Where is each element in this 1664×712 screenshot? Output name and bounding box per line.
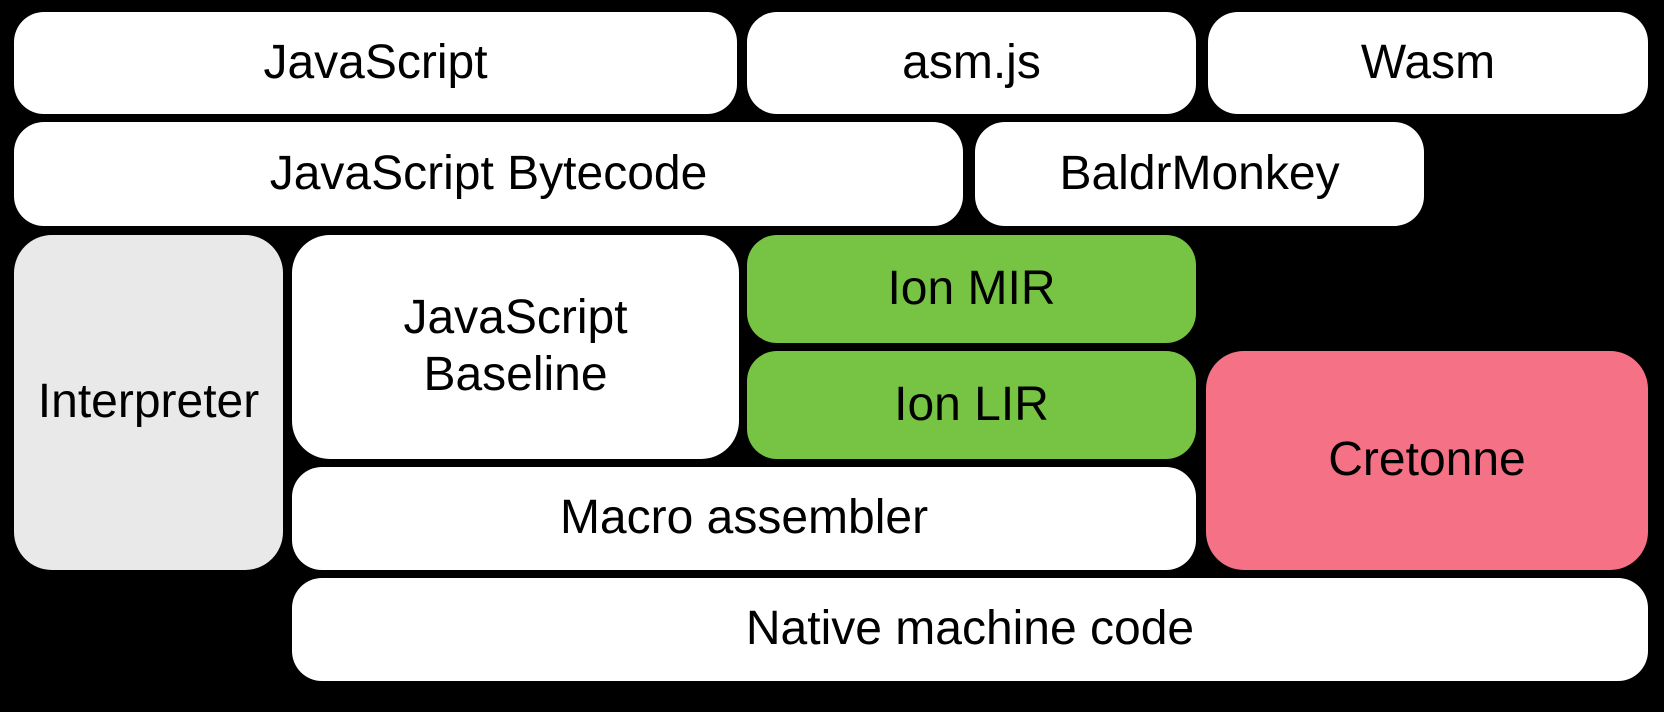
- box-wasm: Wasm: [1208, 12, 1648, 114]
- box-macro-assembler-label: Macro assembler: [559, 491, 929, 545]
- box-javascript-baseline-label: JavaScript Baseline: [403, 290, 627, 403]
- box-cretonne: Cretonne: [1206, 351, 1648, 570]
- box-wasm-label: Wasm: [1360, 35, 1496, 89]
- box-ion-lir: Ion LIR: [747, 351, 1196, 459]
- box-javascript-baseline-line2: Baseline: [423, 348, 608, 401]
- box-native-machine-code-label: Native machine code: [745, 602, 1195, 656]
- box-javascript-bytecode: JavaScript Bytecode: [14, 122, 963, 226]
- box-native-machine-code: Native machine code: [292, 578, 1648, 681]
- box-javascript-baseline-line1: JavaScript: [403, 291, 628, 345]
- box-javascript-baseline: JavaScript Baseline: [292, 235, 739, 459]
- box-interpreter: Interpreter: [14, 235, 283, 570]
- box-baldrmonkey-label: BaldrMonkey: [1059, 146, 1340, 200]
- box-interpreter-label: Interpreter: [37, 375, 260, 429]
- box-javascript: JavaScript: [14, 12, 737, 114]
- box-baldrmonkey: BaldrMonkey: [975, 122, 1424, 226]
- box-javascript-bytecode-label: JavaScript Bytecode: [269, 146, 708, 200]
- box-macro-assembler: Macro assembler: [292, 467, 1196, 570]
- box-ion-mir: Ion MIR: [747, 235, 1196, 343]
- box-javascript-label: JavaScript: [263, 35, 488, 89]
- box-asmjs: asm.js: [747, 12, 1196, 114]
- box-cretonne-label: Cretonne: [1328, 433, 1526, 487]
- box-ion-lir-label: Ion LIR: [894, 377, 1049, 431]
- box-ion-mir-label: Ion MIR: [887, 261, 1056, 315]
- box-asmjs-label: asm.js: [902, 35, 1041, 89]
